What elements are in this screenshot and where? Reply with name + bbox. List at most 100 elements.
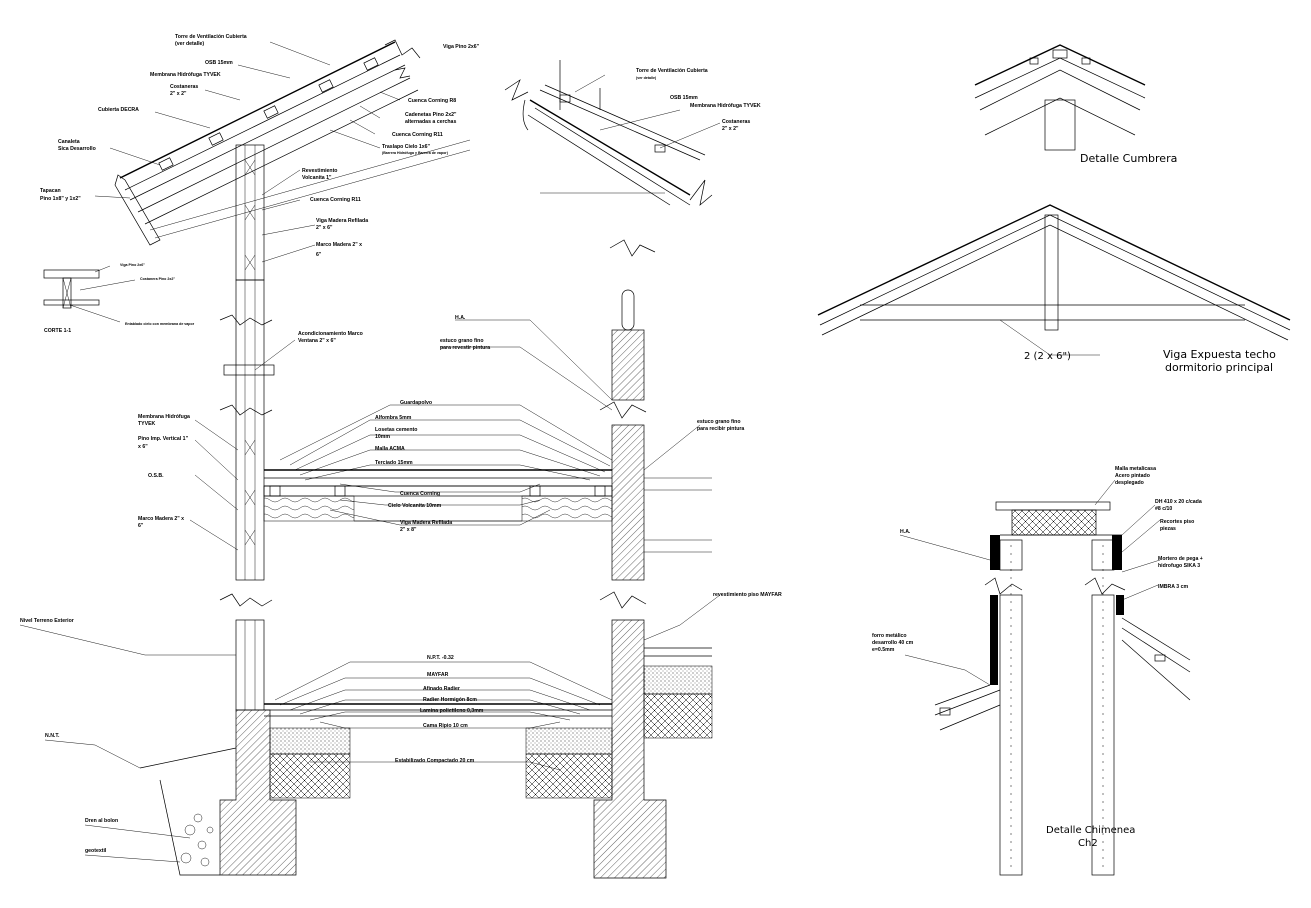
floor-label: Terciado 15mm: [375, 460, 413, 466]
roof-label: Cadenetas Pino 2x2": [405, 112, 457, 118]
floor-label: Cielo Volcanita 10mm: [388, 503, 442, 509]
foundation-label: Radier Hormigón 8cm: [423, 697, 477, 703]
eave-label: Torre de Ventilación Cubierta: [636, 68, 708, 74]
foundation-label: Estabilizado Compactado 20 cm: [395, 758, 475, 764]
corte-note: Costanera Pino 2x2": [140, 277, 175, 281]
floor-label: Malla ACMA: [375, 446, 405, 452]
roof-label: Cuenca Corning R11: [310, 197, 361, 203]
wall-section: Acondicionamiento Marco Ventana 2" x 6" …: [138, 279, 363, 581]
eave-label: OSB 15mm: [670, 95, 698, 101]
roof-tiles: [158, 57, 379, 171]
roof-label: Cuenca Corning R8: [408, 98, 456, 104]
foundation-label: N.P.T. -0.32: [427, 655, 454, 661]
roof-label: Viga Madera Refilada: [316, 218, 368, 224]
roof-label: Membrana Hidrófuga TYVEK: [150, 72, 221, 78]
viga-dimension: 2 (2 x 6"): [1024, 351, 1071, 362]
chimney-label: #8 c/10: [1155, 506, 1172, 512]
floor-label: Guardapolvo: [400, 400, 432, 406]
chimney-callouts: [899, 479, 1161, 686]
chimney-label: DH 410 x 20 c/cada: [1155, 499, 1202, 505]
detalle-chimenea: H.A. Malla metalicasa Acero pintado desp…: [872, 466, 1203, 876]
chimney-label: IMBRA 3 cm: [1158, 584, 1188, 590]
foundation-label: Cama Ripio 10 cm: [423, 723, 468, 729]
chimney-label: Mortero de pega +: [1158, 556, 1203, 562]
floor-label: Cuenca Corning: [400, 491, 440, 497]
roof-label: 2" x 6": [316, 225, 333, 231]
floor-label: Losetas cemento: [375, 427, 417, 433]
chimney-label: Malla metalicasa: [1115, 466, 1156, 472]
floor-label: H.A.: [455, 315, 466, 321]
chimney-label: piezas: [1160, 526, 1176, 532]
chimney-label: hidrofugo SIKA 3: [1158, 563, 1200, 569]
roof-label: 6": [316, 252, 322, 258]
floor-label: estuco grano fino: [697, 419, 741, 425]
wall-label: x 6": [138, 444, 148, 450]
roof-label: Cubierta DECRA: [98, 107, 139, 113]
corte-note: Entablado cielo con membrana de vapor: [125, 322, 195, 326]
wall-label: Membrana Hidrófuga: [138, 414, 190, 420]
roof-label: Marco Madera 2" x: [316, 242, 362, 248]
roof-label: 2" x 2": [170, 91, 187, 97]
roof-label: Sica Desarrollo: [58, 146, 96, 152]
wall-label: O.S.B.: [148, 473, 164, 479]
wall-label: Acondicionamiento Marco: [298, 331, 363, 337]
roof-label: Revestimiento: [302, 168, 337, 174]
cumbrera-title: Detalle Cumbrera: [1080, 152, 1177, 165]
chimney-ties: [1010, 545, 1104, 870]
roof-label: (ver detalle): [175, 41, 204, 47]
roof-label: Pino 1x8" y 1x2": [40, 196, 81, 202]
wall-label: Pino Imp. Vertical 1": [138, 436, 189, 442]
roof-label: alternadas a cerchas: [405, 119, 456, 125]
floor-label: Alfombra 5mm: [375, 415, 412, 421]
wall-label: 6": [138, 523, 144, 529]
roof-label: Costaneras: [170, 84, 198, 90]
drain-gravel: [180, 813, 214, 867]
roof-section: Torre de Ventilación Cubierta (ver detal…: [40, 34, 480, 334]
roof-label: Torre de Ventilación Cubierta: [175, 34, 247, 40]
eave-detail: Torre de Ventilación Cubierta (ver detal…: [504, 60, 761, 206]
foundation-callouts: [19, 594, 721, 863]
floor-label: 2" x 8": [400, 527, 417, 533]
foundation-label: geotextil: [85, 848, 107, 854]
roof-label: Volcanita 1": [302, 175, 332, 181]
foundation-label: N.N.T.: [45, 733, 60, 739]
viga-title: Viga Expuesta techo: [1163, 348, 1276, 361]
chimenea-title: Detalle Chimenea: [1046, 825, 1135, 836]
eave-label: 2" x 2": [722, 126, 739, 132]
floor-label: Viga Madera Refilada: [400, 520, 452, 526]
chimney-label: forro metálico: [872, 633, 907, 639]
chimney-label: e=0.5mm: [872, 647, 895, 653]
roof-label: OSB 15mm: [205, 60, 233, 66]
floor-label: 10mm: [375, 434, 390, 440]
wall-label: Marco Madera 2" x: [138, 516, 184, 522]
floor-label: para recibir pintura: [697, 426, 744, 432]
chimney-label: H.A.: [900, 529, 911, 535]
detalle-cumbrera: Detalle Cumbrera: [974, 44, 1177, 165]
roof-label: (Barrera Hidrófuga y Barrera de vapor): [382, 151, 449, 155]
chimenea-title: Ch2: [1078, 838, 1098, 849]
roof-label: Tapacan: [40, 188, 61, 194]
chimney-label: Recortes piso: [1160, 519, 1194, 525]
corte-label: CORTE 1-1: [44, 328, 71, 334]
wall-label: TYVEK: [138, 421, 156, 427]
eave-label: (ver detalle): [636, 76, 657, 80]
foundation-label: Dren al bolon: [85, 818, 118, 824]
roof-label: Traslapo Cielo 1x6": [382, 144, 431, 150]
roof-label: Cuenca Corning R11: [392, 132, 443, 138]
foundation-label: Afinado Radier: [423, 686, 460, 692]
foundation-label: Lamina polietileno 0,3mm: [420, 708, 484, 714]
roof-callouts: [94, 41, 401, 263]
floor-section: Guardapolvo Alfombra 5mm Losetas cemento…: [263, 239, 744, 581]
floor-label: para revestir pintura: [440, 345, 490, 351]
foundation-label: MAYFAR: [427, 672, 449, 678]
foundation-label: revestimiento piso MAYFAR: [713, 592, 782, 598]
foundation-label: Nivel Terreno Exterior: [20, 618, 74, 624]
floor-label: estuco grano fino: [440, 338, 484, 344]
chimney-label: desarrollo 40 cm: [872, 640, 914, 646]
floor-callouts: [279, 319, 701, 526]
roof-label: Canaleta: [58, 139, 80, 145]
corte-1-1: CORTE 1-1 Viga Pino 2x6" Costanera Pino …: [43, 263, 195, 334]
roof-label: Viga Pino 2x6": [443, 44, 480, 50]
viga-expuesta: 2 (2 x 6") Viga Expuesta techo dormitori…: [817, 204, 1291, 374]
